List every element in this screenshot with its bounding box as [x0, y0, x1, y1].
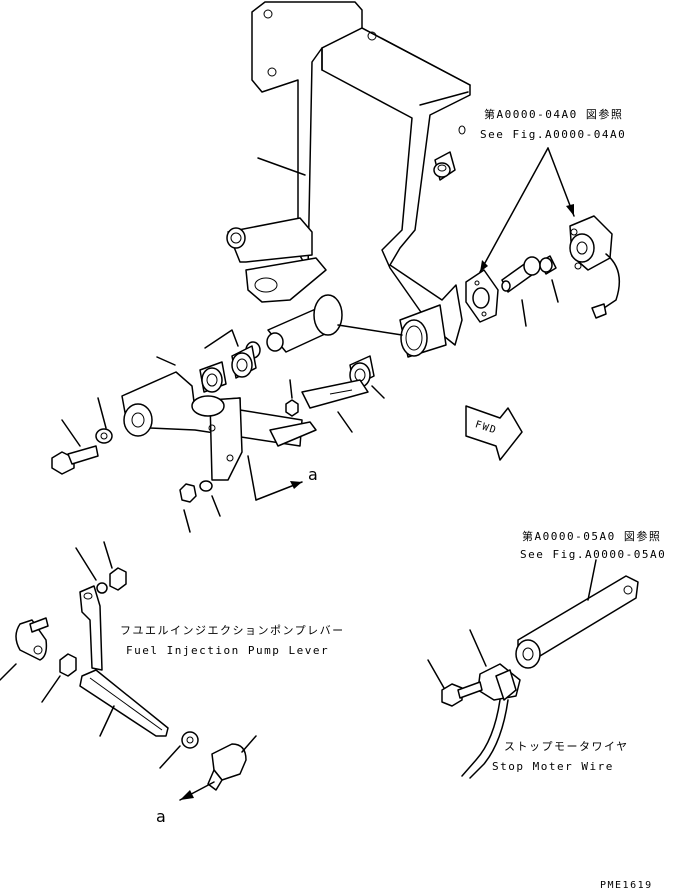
- ref-a-top-label: a: [308, 465, 318, 484]
- lever-assembly: [121, 356, 317, 481]
- ref-a-bottom-arrow: [179, 781, 215, 801]
- callout-05a0-jp: 第A0000-05A0 図参照: [522, 529, 661, 543]
- fwd-arrow: [465, 405, 523, 461]
- small-plates: [226, 217, 327, 303]
- stop-wire-label-jp: ストップモータワイヤ: [504, 740, 629, 753]
- callout-04a0-en: See Fig.A0000-04A0: [480, 128, 626, 141]
- drawing-code: PME1619: [600, 880, 653, 891]
- stop-wire-group: [427, 559, 639, 779]
- callout-04a0-arrows: [479, 147, 575, 273]
- shaft-bearings: [199, 294, 403, 393]
- fuel-lever-label-en: Fuel Injection Pump Lever: [126, 644, 329, 657]
- callout-04a0-jp: 第A0000-04A0 図参照: [484, 107, 623, 121]
- fuel-lever-label-jp: フユエルインジエクションポンプレバー: [120, 624, 345, 637]
- stop-wire-label-en: Stop Moter Wire: [492, 760, 614, 773]
- fuel-linkage-group: [0, 541, 257, 791]
- ref-a-top-arrow: [247, 455, 303, 501]
- sensor-group: [465, 215, 621, 327]
- fasteners-upper: [51, 379, 385, 533]
- callout-05a0-en: See Fig.A0000-05A0: [520, 548, 666, 561]
- main-bracket: [251, 1, 471, 358]
- ref-a-bottom-label: a: [156, 807, 166, 826]
